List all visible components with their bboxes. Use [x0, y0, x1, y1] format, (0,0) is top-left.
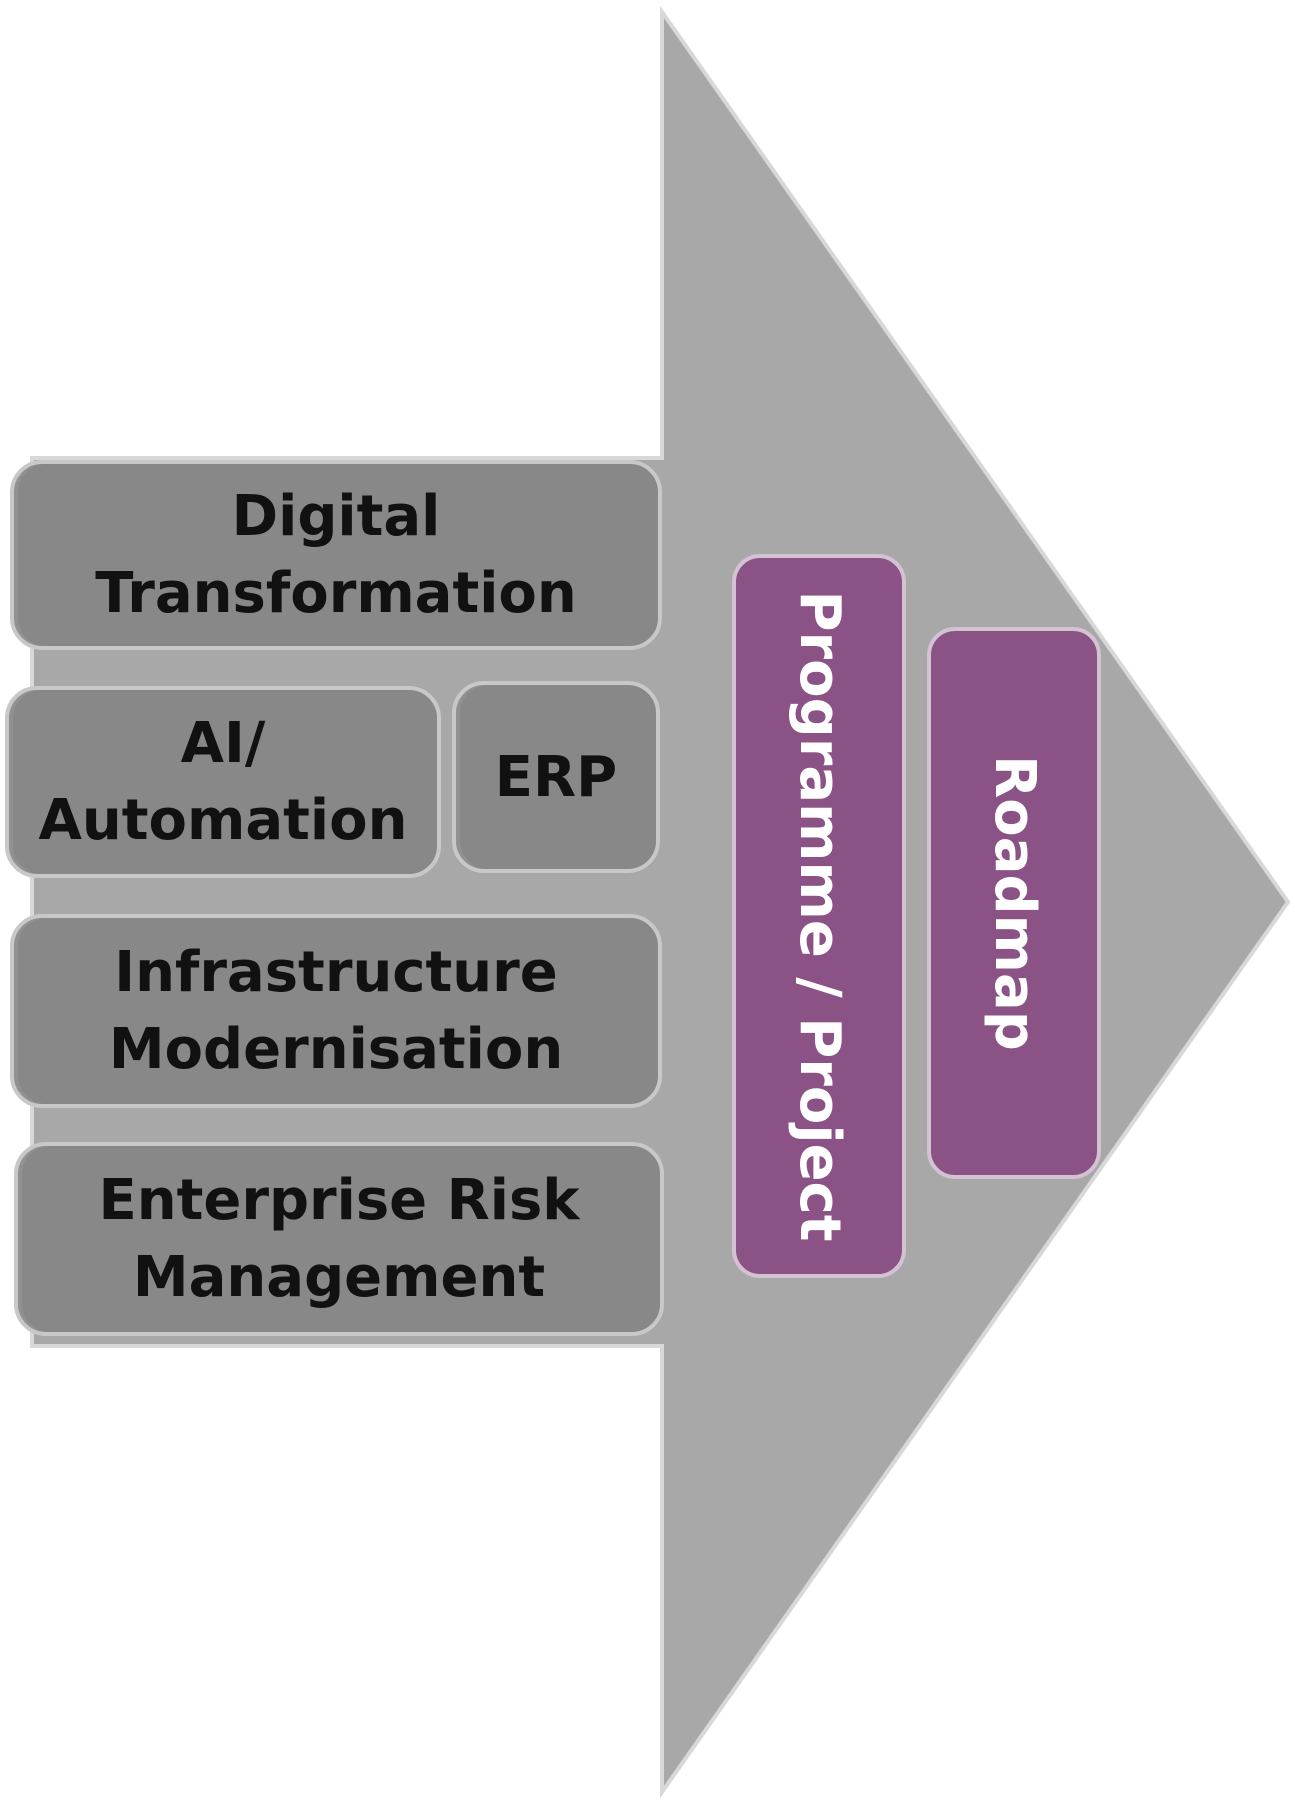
erp-block: ERP: [452, 681, 660, 873]
roadmap-label: Roadmap: [982, 755, 1047, 1051]
ai-automation-line1: AI/: [180, 711, 266, 776]
erp-label: ERP: [494, 744, 618, 810]
digital-transformation-line2: Transformation: [95, 561, 577, 626]
enterprise-risk-management-line1: Enterprise Risk: [98, 1168, 580, 1233]
ai-automation-line2: Automation: [38, 788, 408, 853]
arrow-body: [30, 5, 1291, 1799]
digital-transformation-line1: Digital: [231, 484, 441, 549]
digital-transformation-block: Digital Transformation: [10, 460, 662, 650]
infrastructure-modernisation-line1: Infrastructure: [114, 940, 558, 1005]
programme-project-label: Programme / Project: [787, 590, 852, 1242]
enterprise-risk-management-line2: Management: [132, 1245, 546, 1310]
enterprise-risk-management-block: Enterprise Risk Management: [14, 1142, 664, 1336]
roadmap-block: Roadmap: [927, 627, 1101, 1179]
ai-automation-block: AI/ Automation: [5, 686, 441, 878]
infrastructure-modernisation-line2: Modernisation: [108, 1017, 564, 1082]
infrastructure-modernisation-block: Infrastructure Modernisation: [10, 914, 662, 1108]
programme-project-block: Programme / Project: [732, 554, 906, 1278]
